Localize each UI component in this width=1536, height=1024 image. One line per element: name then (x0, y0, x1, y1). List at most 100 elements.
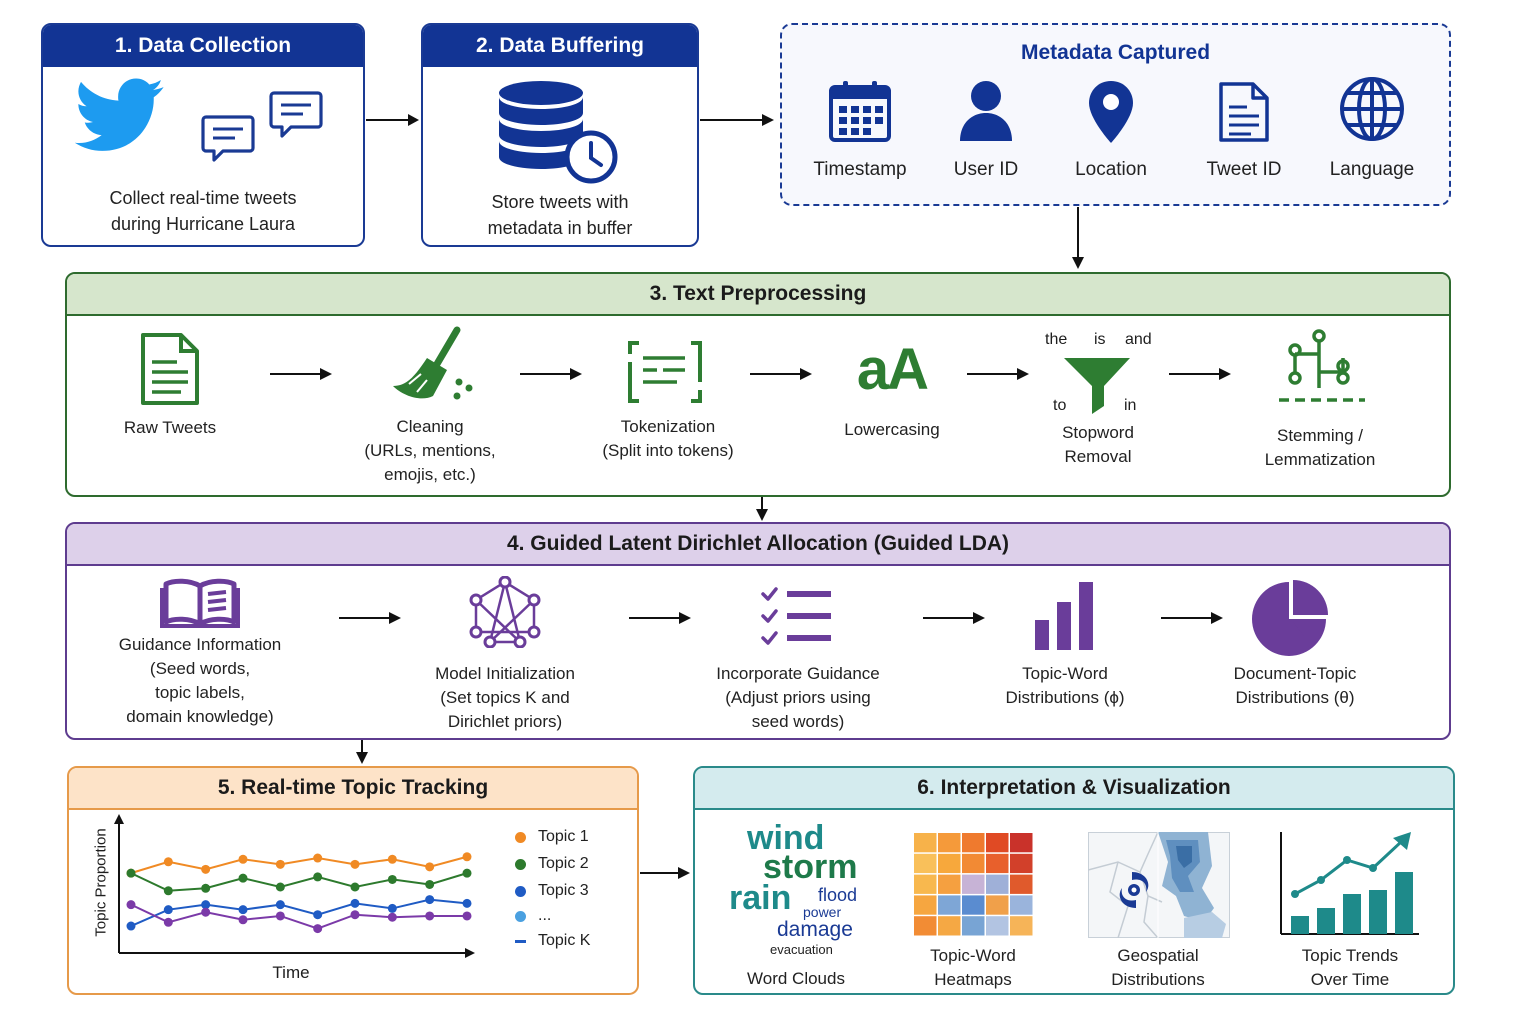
data-buffering-box: 2. Data Buffering Store tweets with meta… (421, 23, 699, 247)
heatmap-cell (914, 833, 937, 853)
legend-dot (515, 858, 526, 870)
stopword-token: to (1053, 397, 1067, 414)
legend-label: Topic 1 (538, 828, 589, 845)
metadata-captured-box: Metadata Captured Timestamp User ID Loca… (780, 23, 1451, 206)
metadata-label: Location (1075, 159, 1147, 180)
metadata-label: Tweet ID (1206, 159, 1282, 180)
legend-label: Topic 3 (538, 882, 589, 899)
heatmap-cell (986, 895, 1009, 915)
arrow-icon (1161, 612, 1223, 624)
tree-icon (1277, 328, 1367, 404)
lda-step-label: Guidance Information (Seed words, topic … (118, 635, 282, 726)
heatmap-cell (986, 833, 1009, 853)
series-point (313, 924, 323, 934)
stopword-token: and (1125, 331, 1152, 348)
metadata-captured-title: Metadata Captured (1020, 41, 1211, 64)
arrow-icon (700, 114, 774, 126)
series-line-4 (130, 903, 467, 930)
heatmap-cell (938, 853, 961, 874)
visualization-label: Word Clouds (747, 969, 845, 988)
document-icon (139, 332, 201, 406)
lda-step-label: Topic-Word Distributions (ϕ) (1005, 664, 1125, 707)
arrow-icon (640, 867, 690, 879)
topic-trends-icon (1277, 830, 1421, 938)
interpretation-visualization-box: 6. Interpretation & Visualization wind s… (693, 766, 1455, 995)
visualization-label: Topic-Word Heatmaps (930, 946, 1016, 989)
arrow-icon (339, 612, 401, 624)
arrow-icon (356, 740, 368, 764)
globe-icon (1338, 75, 1406, 143)
arrow-icon (1072, 207, 1084, 269)
heatmap-cell (914, 853, 937, 874)
legend-label: ... (538, 907, 552, 924)
chart-xlabel: Time (272, 963, 310, 982)
series-point (126, 900, 136, 910)
arrow-icon (366, 114, 419, 126)
series-point (425, 879, 435, 889)
wordcloud-word: rain (729, 879, 792, 917)
arrow-icon (967, 368, 1029, 380)
guided-lda-title: 4. Guided Latent Dirichlet Allocation (G… (67, 524, 1449, 566)
stopword-token: the (1045, 331, 1068, 348)
data-collection-box: 1. Data Collection Collect real-time twe… (41, 23, 365, 247)
series-point (201, 907, 211, 917)
legend-dot (515, 831, 526, 843)
lda-step-label: Model Initialization (Set topics K and D… (435, 664, 575, 731)
heatmap-cell (938, 833, 961, 853)
network-icon (464, 576, 546, 648)
chart-axes (114, 814, 475, 958)
checklist-icon (761, 586, 833, 646)
geospatial-map-icon (1088, 832, 1230, 938)
series-point (201, 864, 211, 874)
series-point (425, 895, 435, 905)
wordcloud-word: flood (818, 885, 858, 905)
visualization-label: Geospatial Distributions (1111, 946, 1205, 989)
heatmap-cell (1010, 874, 1033, 894)
series-point (387, 854, 397, 864)
twitter-bird-icon (75, 77, 165, 155)
series-point (238, 905, 248, 915)
heatmap-cell (986, 874, 1009, 894)
chat-bubble-icon (201, 113, 255, 167)
stopword-token: is (1094, 331, 1106, 348)
series-point (201, 900, 211, 910)
heatmap-cell (962, 874, 985, 894)
series-point (425, 862, 435, 872)
series-point (462, 898, 472, 908)
legend-item: Topic 3 (515, 882, 589, 900)
wordcloud-word: evacuation (770, 942, 833, 957)
arrow-icon (629, 612, 691, 624)
series-point (163, 905, 173, 915)
series-point (313, 910, 323, 920)
location-pin-icon (1087, 79, 1135, 145)
heatmap-cell (1010, 853, 1033, 874)
legend-item: Topic 2 (515, 855, 589, 873)
preprocessing-step-label: Stopword Removal (1062, 423, 1134, 466)
arrow-icon (756, 497, 768, 521)
series-point (275, 882, 285, 892)
tokenize-icon (627, 340, 703, 404)
series-point (462, 911, 472, 921)
document-icon (1217, 81, 1271, 143)
wordcloud-word: wind (747, 819, 825, 857)
topic-tracking-chart (114, 814, 475, 958)
user-icon (958, 79, 1014, 143)
legend-item: ... (515, 907, 551, 925)
heatmap-cell (938, 916, 961, 936)
lda-step-label: Document-Topic Distributions (θ) (1233, 664, 1357, 707)
funnel-icon (1062, 356, 1132, 416)
series-point (163, 857, 173, 867)
series-point (313, 872, 323, 882)
topic-tracking-box: 5. Real-time Topic Tracking Topic Propor… (67, 766, 639, 995)
legend-dash (515, 939, 526, 943)
series-point (350, 898, 360, 908)
arrow-icon (270, 368, 332, 380)
arrow-icon (520, 368, 582, 380)
chat-bubble-icon (269, 89, 323, 143)
arrow-icon (923, 612, 985, 624)
bar-chart-icon (1033, 580, 1097, 650)
legend-label: Topic K (538, 932, 591, 949)
series-point (163, 886, 173, 896)
lowercase-icon: aA (856, 337, 929, 402)
arrow-icon (750, 368, 812, 380)
